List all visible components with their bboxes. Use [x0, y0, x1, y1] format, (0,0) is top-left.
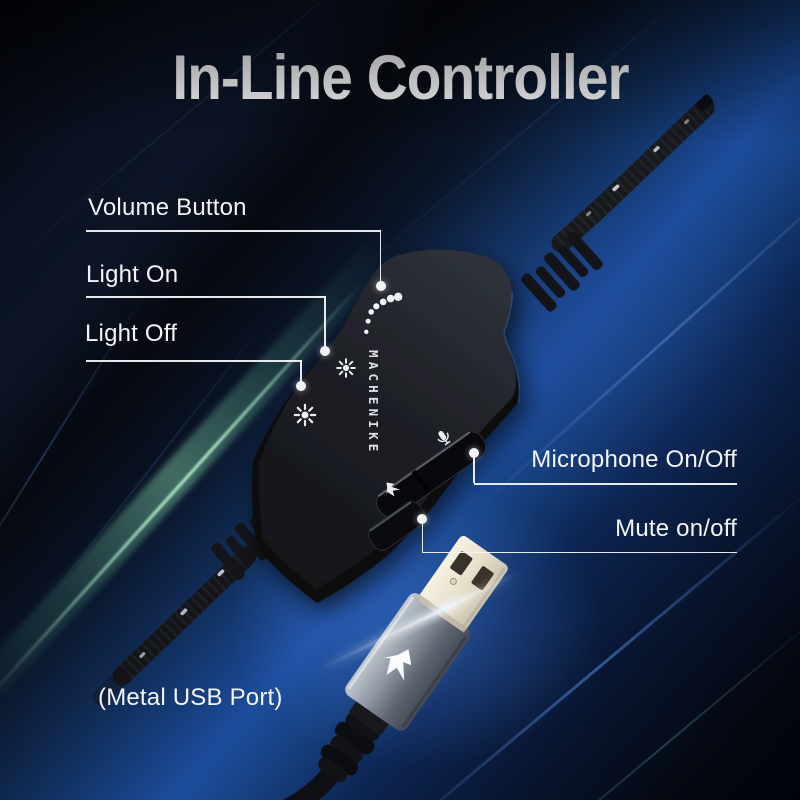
vignette-overlay [0, 0, 800, 800]
product-image: MACHENIKE [0, 0, 800, 800]
